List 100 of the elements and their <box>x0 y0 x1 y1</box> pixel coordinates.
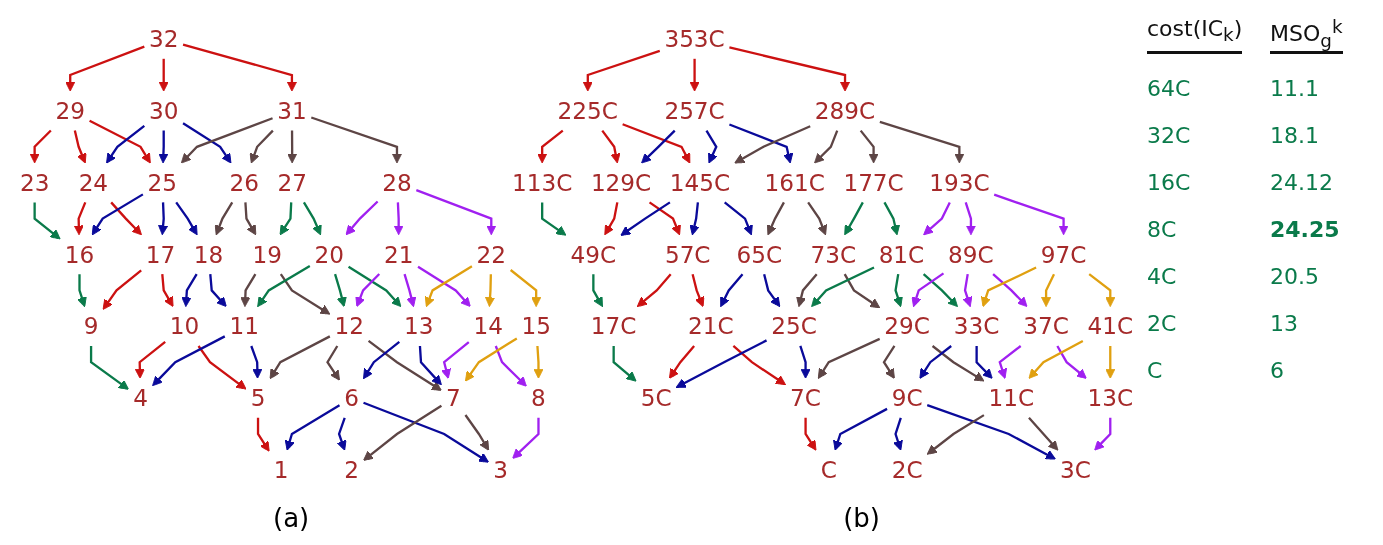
arrow <box>310 116 403 164</box>
arrow <box>33 202 61 240</box>
arrow <box>287 130 298 164</box>
arrow <box>612 346 637 382</box>
arrow <box>441 341 470 379</box>
node-text: 81C <box>878 240 925 269</box>
arrow <box>592 274 603 308</box>
arrow <box>911 272 945 308</box>
node-text: 129C <box>590 168 652 197</box>
arrow <box>997 345 1022 379</box>
node-text: 10 <box>169 312 200 341</box>
arrow <box>705 130 718 164</box>
node-text: 8 <box>531 384 546 412</box>
arrow <box>415 189 497 236</box>
node-text: 5 <box>250 384 266 412</box>
arrow <box>29 129 52 164</box>
node-text: 25C <box>771 312 817 341</box>
node-text: 41C <box>1087 312 1134 341</box>
arrow <box>636 273 672 308</box>
arrow <box>622 123 691 164</box>
arrow <box>256 417 270 452</box>
arrow <box>494 345 527 387</box>
cost-value: 2C <box>1147 310 1178 336</box>
arrow <box>817 337 881 379</box>
node-text: 17C <box>590 312 637 341</box>
arrow <box>345 200 379 236</box>
arrow <box>734 125 811 164</box>
arrow <box>919 345 952 379</box>
arrow <box>1041 273 1056 308</box>
arrow <box>962 274 973 308</box>
arrow <box>393 202 404 236</box>
arrow <box>269 335 331 380</box>
arrow <box>110 201 142 236</box>
arrow <box>993 193 1069 236</box>
node-text: 2C <box>891 455 923 484</box>
node-text: 49C <box>570 240 617 269</box>
arrow <box>89 346 129 390</box>
node-text: 7C <box>790 384 822 412</box>
arrow <box>73 130 87 164</box>
panel-caption: (a) <box>273 503 310 535</box>
arrow <box>91 193 144 236</box>
node-text: 31 <box>277 97 307 125</box>
arrow <box>604 202 619 236</box>
cost-value: 32C <box>1147 122 1192 148</box>
arrow <box>923 201 951 236</box>
node-text: 113C <box>511 168 573 197</box>
arrow <box>766 201 785 236</box>
arrow <box>424 265 473 308</box>
node-text: 13 <box>403 312 434 341</box>
arrow <box>1094 417 1112 451</box>
arrow <box>893 417 903 451</box>
score-value: 18.1 <box>1270 122 1320 148</box>
arrow <box>799 345 811 379</box>
arrow <box>279 202 293 236</box>
arrow <box>601 129 621 164</box>
node-text: 3C <box>1060 455 1091 484</box>
arrow <box>279 273 331 315</box>
arrow <box>65 45 145 92</box>
node-text: 11C <box>988 384 1035 412</box>
arrow <box>106 125 146 164</box>
node-text: 6 <box>344 384 359 412</box>
arrow <box>893 274 903 308</box>
arrow <box>964 202 977 236</box>
node-text: 65C <box>736 240 783 269</box>
arrow <box>1056 345 1087 379</box>
arrow <box>175 201 198 236</box>
arrow <box>182 43 297 92</box>
cost-value: 4C <box>1147 263 1178 289</box>
score-value: 6 <box>1270 357 1285 383</box>
node-text: 289C <box>814 97 876 125</box>
node-text: 193C <box>929 168 990 197</box>
arrow <box>418 345 442 386</box>
arrow <box>403 273 417 308</box>
node-text: 29C <box>884 312 930 341</box>
arrow <box>89 119 151 164</box>
arrow <box>244 202 257 236</box>
node-text: 257C <box>664 97 725 125</box>
arrow <box>197 345 247 390</box>
arrow <box>729 46 851 92</box>
arrow <box>1028 417 1059 451</box>
node-text: 9 <box>83 312 99 341</box>
arrow <box>347 265 402 308</box>
arrow <box>326 345 340 381</box>
arrow <box>464 337 518 382</box>
node-text: 33C <box>953 312 1000 341</box>
node-text: 73C <box>810 240 857 269</box>
arrow <box>355 273 381 308</box>
node-text: 177C <box>843 168 904 197</box>
node-text: 4 <box>133 384 148 412</box>
arrow <box>367 339 442 391</box>
score-value: 24.12 <box>1270 169 1334 195</box>
arrow <box>102 269 142 310</box>
node-text: 89C <box>948 240 994 269</box>
node-text: 28 <box>382 168 412 197</box>
node-text: 145C <box>669 168 731 197</box>
node-text: 5C <box>640 384 672 412</box>
node-text: 19 <box>252 240 283 269</box>
node-text: 16 <box>64 240 95 269</box>
node-text: 12 <box>334 312 364 341</box>
arrow <box>732 345 786 386</box>
